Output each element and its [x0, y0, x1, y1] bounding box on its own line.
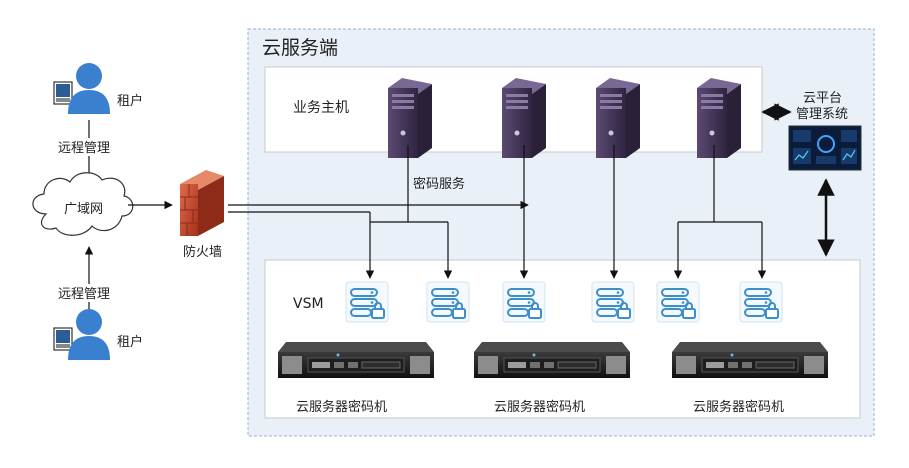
tenant-bottom-remote-label: 远程管理 [58, 287, 110, 302]
dashboard-screen-icon [788, 125, 862, 171]
tenant-bottom-person-icon [53, 308, 111, 361]
tenant-top-remote-label: 远程管理 [58, 141, 110, 156]
platform-label-line2: 管理系统 [796, 107, 848, 122]
crypto-machine-label-2: 云服务器密码机 [494, 399, 585, 415]
cloud-service-title: 云服务端 [262, 37, 338, 59]
crypto-machine-2 [473, 341, 631, 379]
vsm-icon-4 [591, 281, 635, 323]
crypto-machine-label-1: 云服务器密码机 [296, 399, 387, 415]
service-connectors [228, 145, 767, 279]
vsm-label: VSM [293, 296, 324, 312]
crypto-machine-3 [671, 341, 829, 379]
tenant-top-label: 租户 [117, 93, 143, 109]
vsm-icon-1 [345, 281, 389, 323]
vsm-icon-5 [656, 281, 700, 323]
crypto-service-label: 密码服务 [413, 176, 465, 192]
crypto-machine-1 [277, 341, 435, 379]
tenant-bottom-label: 租户 [117, 334, 143, 350]
firewall-icon [180, 170, 224, 236]
vsm-icon-2 [426, 281, 470, 323]
wan-label: 广域网 [64, 202, 103, 217]
platform-label-line1: 云平台 [803, 91, 842, 106]
firewall-label: 防火墙 [183, 244, 222, 260]
crypto-machine-label-3: 云服务器密码机 [693, 399, 784, 415]
business-server-1 [388, 78, 432, 158]
vsm-icon-6 [739, 281, 783, 323]
tenant-top-person-icon [53, 62, 111, 115]
business-server-4 [697, 78, 741, 158]
vsm-icon-3 [502, 281, 546, 323]
business-host-label: 业务主机 [293, 100, 349, 116]
wan-cloud-icon [32, 172, 134, 236]
business-server-3 [596, 78, 640, 158]
